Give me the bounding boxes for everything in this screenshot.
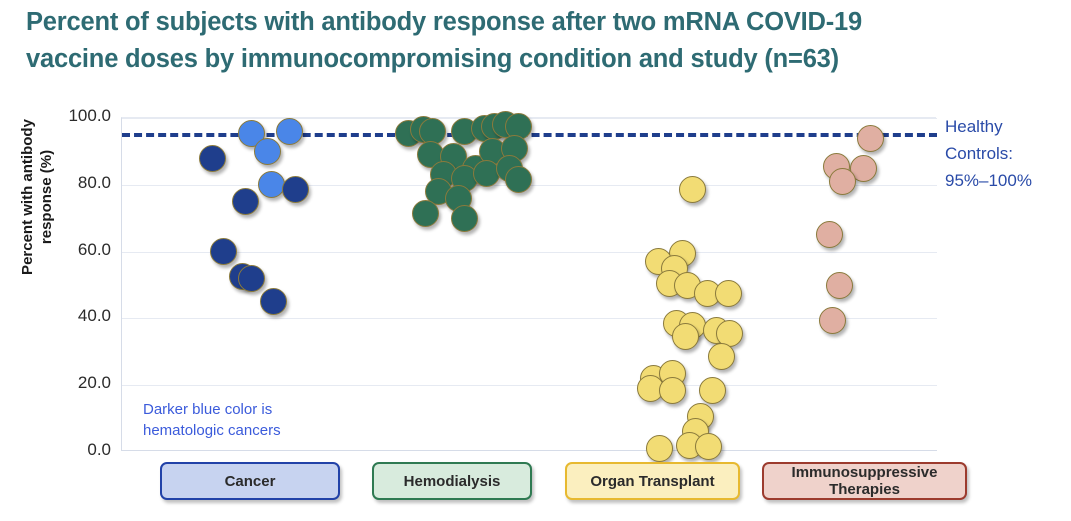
category-box-label: Hemodialysis <box>403 472 501 490</box>
data-point <box>282 176 310 204</box>
title-line-1: Percent of subjects with antibody respon… <box>26 8 863 36</box>
healthy-controls-line-2: Controls: <box>945 144 1014 163</box>
data-point <box>815 221 843 249</box>
data-point <box>646 435 674 463</box>
data-point <box>451 204 479 232</box>
y-tick-0: 0.0 <box>87 440 111 459</box>
data-point <box>412 199 440 227</box>
y-tick-40: 40.0 <box>77 306 111 326</box>
data-point <box>679 176 706 204</box>
data-point <box>659 376 687 404</box>
category-box-immunosuppressive[interactable]: Immunosuppressive Therapies <box>762 462 967 500</box>
data-point <box>818 306 846 334</box>
gridline-60 <box>122 251 937 253</box>
data-point <box>198 144 226 172</box>
healthy-controls-line-1: Healthy <box>945 117 1003 136</box>
data-point <box>260 288 288 316</box>
y-axis-title-line-1: Percent with antibody <box>19 119 36 275</box>
gridline-40 <box>122 318 937 320</box>
data-point <box>275 117 303 145</box>
data-point <box>238 264 266 292</box>
data-point <box>708 343 736 371</box>
data-point <box>258 171 286 199</box>
category-box-label: Immunosuppressive Therapies <box>791 464 938 498</box>
category-box-label: Cancer <box>224 472 276 490</box>
data-point <box>698 376 726 404</box>
data-point <box>714 279 742 307</box>
x-axis-line <box>122 450 937 451</box>
hematologic-note: Darker blue color is hematologic cancers <box>143 399 353 441</box>
data-point <box>716 319 744 347</box>
title-line-2: vaccine doses by immunocompromising cond… <box>26 45 839 73</box>
data-point <box>857 124 885 152</box>
healthy-controls-annotation: Healthy Controls: 95%–100% <box>945 113 1071 194</box>
data-point <box>828 167 856 195</box>
y-tick-60: 60.0 <box>77 239 111 259</box>
data-point <box>209 238 237 266</box>
y-tick-80: 80.0 <box>77 172 111 192</box>
category-box-label: Organ Transplant <box>590 472 715 490</box>
healthy-controls-reference-line <box>122 133 937 138</box>
category-box-hemodialysis[interactable]: Hemodialysis <box>372 462 532 500</box>
data-point <box>825 271 853 299</box>
data-point <box>253 137 281 165</box>
category-box-cancer[interactable]: Cancer <box>160 462 340 500</box>
plot-area <box>121 111 937 463</box>
y-tick-100: 100.0 <box>68 106 111 125</box>
gridline-20 <box>122 385 937 387</box>
data-point <box>231 188 259 215</box>
y-tick-20: 20.0 <box>77 373 111 393</box>
hematologic-note-line-2: hematologic cancers <box>143 422 281 439</box>
category-box-organ_transplant[interactable]: Organ Transplant <box>565 462 740 500</box>
data-point <box>672 323 700 351</box>
data-point <box>695 433 723 461</box>
healthy-controls-line-3: 95%–100% <box>945 171 1032 190</box>
hematologic-note-line-1: Darker blue color is <box>143 401 273 418</box>
page-title: Percent of subjects with antibody respon… <box>26 4 1046 78</box>
data-point <box>505 166 533 194</box>
